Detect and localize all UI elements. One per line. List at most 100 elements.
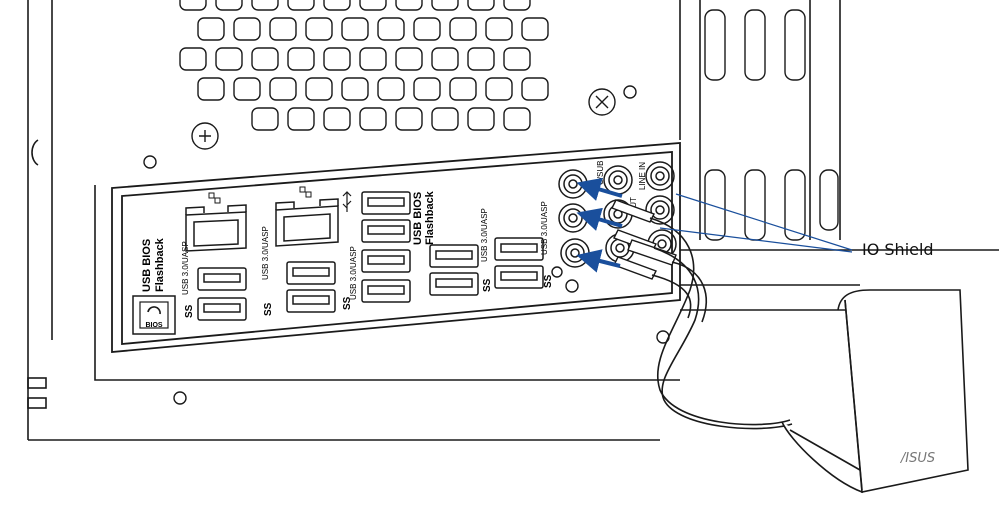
network-icon	[299, 186, 312, 198]
usb-port[interactable]	[361, 249, 411, 273]
usb-bios-flashback-label: USB BIOS	[141, 239, 153, 292]
grille-hole	[269, 17, 297, 41]
grille-hole	[413, 77, 441, 101]
antenna-cable	[649, 217, 793, 430]
grille-hole	[215, 0, 243, 11]
grille-hole	[341, 77, 369, 101]
superspeed-mark: SS	[342, 296, 353, 310]
grille-hole	[323, 47, 351, 71]
chassis-back	[27, 0, 999, 441]
asus-logo: /ISUS	[900, 451, 935, 466]
grille-hole	[359, 107, 387, 131]
grille-hole	[233, 17, 261, 41]
grille-hole	[251, 0, 279, 11]
grille-hole	[359, 47, 387, 71]
usb-port[interactable]	[286, 261, 336, 285]
grille-hole	[287, 107, 315, 131]
grille-hole	[485, 17, 513, 41]
grille-hole	[377, 17, 405, 41]
usb-port-label: USB 3.0/UASP	[540, 201, 549, 255]
usb-port-label: USB 3.0/UASP	[261, 226, 270, 280]
superspeed-mark: SS	[184, 304, 195, 318]
grille-hole	[395, 107, 423, 131]
grille-hole	[233, 77, 261, 101]
grille-hole	[287, 47, 315, 71]
usb-port[interactable]	[429, 272, 479, 296]
grille-hole	[503, 47, 531, 71]
usb-port[interactable]	[286, 289, 336, 313]
grille-hole	[413, 17, 441, 41]
wifi-antenna-base	[781, 289, 969, 494]
network-icon	[208, 192, 221, 204]
usb-port-label: USB 3.0/UASP	[181, 241, 190, 295]
grille-hole	[323, 107, 351, 131]
grille-hole	[521, 17, 549, 41]
expansion-slot-covers	[704, 9, 839, 241]
usb-port[interactable]	[361, 191, 411, 215]
usb-port[interactable]	[429, 244, 479, 268]
grille-hole	[197, 77, 225, 101]
callout-leader-lines	[659, 193, 853, 253]
install-arrows	[576, 177, 623, 273]
usb-bios-flashback-label: Flashback	[424, 190, 436, 245]
usb-port[interactable]	[494, 265, 544, 289]
grille-hole	[251, 47, 279, 71]
grille-hole	[179, 47, 207, 71]
antenna-port[interactable]	[551, 266, 579, 293]
usb-port[interactable]	[361, 279, 411, 303]
grille-hole	[305, 17, 333, 41]
bios-button-label: BIOS	[145, 322, 162, 329]
grille-hole	[503, 107, 531, 131]
grille-hole	[467, 107, 495, 131]
fan-grille	[179, 0, 549, 131]
audio-out-label: OUT	[629, 197, 638, 214]
usb-ports[interactable]	[197, 191, 544, 321]
usb-port[interactable]	[494, 237, 544, 261]
audio-jack[interactable]	[603, 165, 633, 195]
grille-hole	[305, 77, 333, 101]
audio-jack[interactable]	[558, 203, 588, 233]
superspeed-mark: SS	[482, 278, 493, 292]
grille-hole	[467, 47, 495, 71]
grille-hole	[341, 17, 369, 41]
grille-hole	[197, 17, 225, 41]
audio-jack[interactable]	[558, 169, 588, 199]
usb-port[interactable]	[197, 267, 247, 291]
grille-hole	[449, 17, 477, 41]
usb-bios-flashback-label: Flashback	[154, 237, 166, 292]
usb-port-label: USB 3.0/UASP	[480, 208, 489, 262]
grille-hole	[503, 0, 531, 11]
audio-jack[interactable]	[645, 195, 675, 225]
grille-hole	[215, 47, 243, 71]
grille-hole	[287, 0, 315, 11]
grille-hole	[179, 0, 207, 11]
usb-port[interactable]	[197, 297, 247, 321]
bios-flashback-button[interactable]: BIOS	[132, 295, 176, 335]
audio-line-in-label: LINE IN	[638, 162, 647, 190]
grille-hole	[449, 77, 477, 101]
superspeed-mark: SS	[263, 302, 274, 316]
audio-csub-label: C/SUB	[596, 161, 605, 185]
grille-hole	[251, 107, 279, 131]
grille-hole	[323, 0, 351, 11]
io-shield-plate	[111, 142, 681, 353]
usb-port[interactable]	[361, 219, 411, 243]
io-shield-callout-label: IO Shield	[862, 240, 934, 259]
grille-hole	[377, 77, 405, 101]
grille-hole	[359, 0, 387, 11]
usb-bios-flashback-label: USB BIOS	[412, 192, 424, 245]
screw-icon	[588, 88, 616, 116]
superspeed-mark: SS	[543, 274, 554, 288]
grille-hole	[395, 0, 423, 11]
grille-hole	[431, 0, 459, 11]
lan-port[interactable]	[185, 204, 247, 252]
grille-hole	[269, 77, 297, 101]
lan-port[interactable]	[275, 198, 339, 247]
audio-plugs	[611, 199, 677, 280]
audio-jack[interactable]	[645, 161, 675, 191]
usb-icon	[342, 191, 352, 212]
grille-hole	[431, 47, 459, 71]
grille-hole	[521, 77, 549, 101]
audio-jack[interactable]	[560, 238, 590, 268]
